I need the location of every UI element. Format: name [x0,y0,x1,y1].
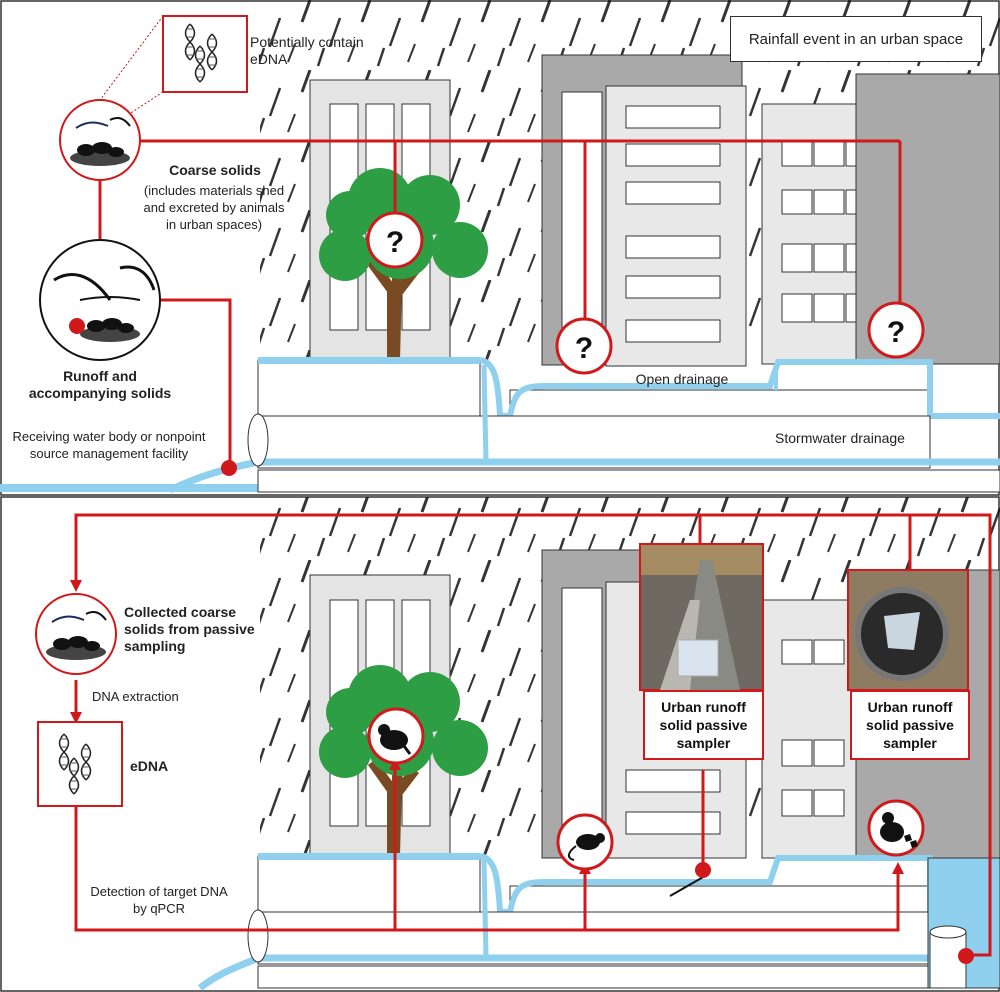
coarse-solids-title: Coarse solids [169,162,261,178]
svg-text:?: ? [887,316,905,349]
svg-text:?: ? [575,332,593,365]
question-icon: ? [867,301,925,359]
stormwater-drainage-label: Stormwater drainage [775,430,905,446]
runoff-title: Runoff and accompanying solids [28,368,172,401]
drainage-bottom [197,853,1000,991]
receiving-water-label: Receiving water body or nonpoint source … [12,429,206,461]
sampler-label-manhole: Urban runoff solid passive sampler [850,690,970,760]
solids-icon [59,99,141,181]
question-icon: ? [555,317,613,375]
open-drainage-label: Open drainage [635,371,729,387]
building-2 [541,54,747,367]
sampler-photo-channel [639,543,764,691]
detection-label: Detection of target DNA by qPCR [90,884,228,916]
edna-label: eDNA [130,758,169,774]
top-panel: ? ? ? [0,0,1000,496]
sampler-photo-manhole [847,569,969,691]
collected-solids-label: Collected coarse solids from passive sam… [124,604,255,654]
dna-icon [37,721,123,807]
flow-lines-bottom [74,513,992,957]
sampler-label-channel: Urban runoff solid passive sampler [643,690,764,760]
question-icon: ? [366,211,424,269]
flow-lines-top [98,139,902,466]
bottom-panel [0,496,1000,992]
raccoon-icon [867,799,925,857]
dna-extraction-label: DNA extraction [92,689,179,704]
solids-icon [35,593,117,675]
coarse-solids-desc: (includes materials shed and excreted by… [143,183,285,232]
runoff-icon [39,239,161,361]
panel-title-box: Rainfall event in an urban space [730,16,982,62]
svg-text:?: ? [386,226,404,259]
rat-icon [556,813,614,871]
edna-note: Potentially contain eDNA [250,34,364,67]
dna-icon [162,15,248,93]
mole-icon [367,707,425,765]
drainage-top [0,357,1000,494]
